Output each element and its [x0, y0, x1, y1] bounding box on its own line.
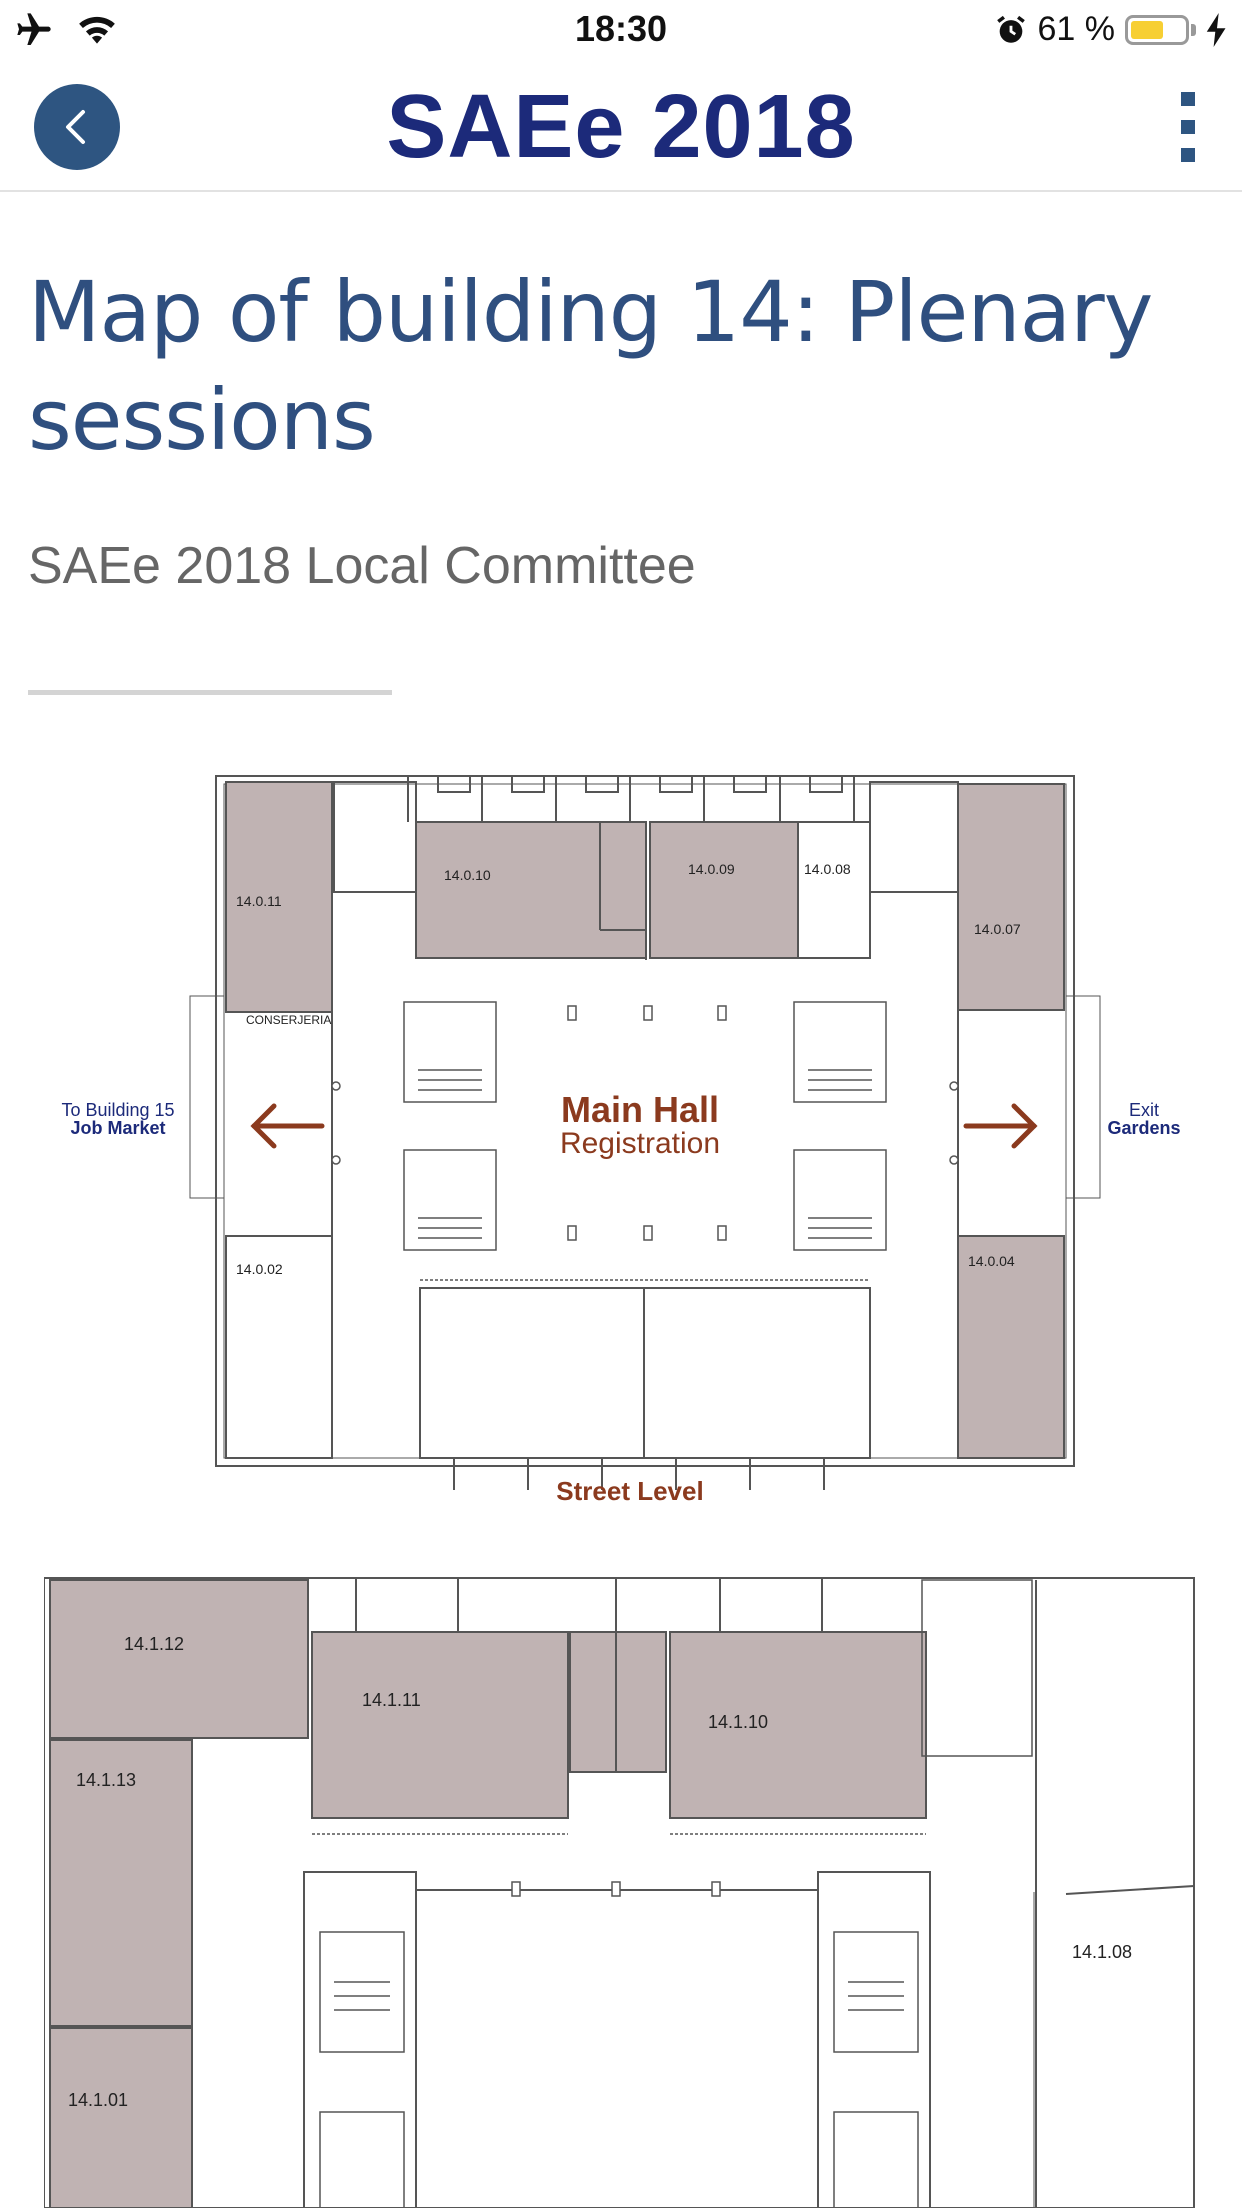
room-14-1-13[interactable] — [49, 1739, 193, 2027]
job-market-label: Job Market — [70, 1118, 165, 1138]
app-bar: SAEe 2018 — [0, 66, 1242, 192]
room-14-0-11[interactable] — [225, 781, 333, 1013]
room-14-0-09[interactable] — [649, 821, 799, 959]
battery-icon — [1125, 14, 1189, 45]
status-left — [14, 10, 118, 50]
article-author: SAEe 2018 Local Committee — [28, 537, 696, 595]
top-windows — [407, 775, 855, 822]
label-14-0-07: 14.0.07 — [974, 921, 1021, 937]
room-14-1-11[interactable] — [311, 1631, 569, 1819]
airplane-icon — [17, 13, 51, 45]
label-14-1-08: 14.1.08 — [1072, 1942, 1132, 1962]
label-14-1-12: 14.1.12 — [124, 1634, 184, 1654]
status-right: 61 % — [994, 10, 1229, 49]
main-hall-label: Main Hall — [561, 1089, 719, 1130]
right-arrow-icon — [963, 1103, 1038, 1149]
label-14-0-04: 14.0.04 — [968, 1253, 1015, 1269]
label-14-0-02: 14.0.02 — [236, 1261, 283, 1277]
room-labels: 14.0.11 14.0.10 14.0.09 14.0.08 14.0.07 … — [236, 861, 1021, 1277]
battery-tip — [1191, 23, 1196, 36]
menu-dot — [1181, 120, 1195, 134]
room-14-1-12[interactable] — [49, 1579, 309, 1739]
room-14-0-08[interactable] — [797, 821, 871, 959]
first-floor-room-labels: 14.1.12 14.1.11 14.1.10 14.1.13 14.1.01 … — [68, 1634, 1132, 2110]
registration-label: Registration — [560, 1127, 720, 1160]
gardens-label: Gardens — [1107, 1118, 1180, 1138]
app-title: SAEe 2018 — [386, 77, 856, 177]
exit-label: Exit — [1129, 1100, 1159, 1120]
to-building-label: To Building 15 — [61, 1100, 174, 1120]
room-14-0-04[interactable] — [957, 1235, 1065, 1459]
battery-percent: 61 % — [1037, 10, 1116, 48]
building-outline — [215, 775, 1075, 1467]
label-conserjeria: CONSERJERIA — [246, 1013, 331, 1027]
label-14-1-13: 14.1.13 — [76, 1770, 136, 1790]
room-14-0-10[interactable] — [415, 821, 647, 959]
room-14-1-10[interactable] — [669, 1631, 927, 1819]
label-14-0-09: 14.0.09 — [688, 861, 735, 877]
page-title: Map of building 14: Plenary sessions — [28, 263, 1153, 469]
street-level-floor-plan[interactable]: 14.0.11 14.0.10 14.0.09 14.0.08 14.0.07 … — [34, 770, 1208, 1530]
alarm-icon — [996, 15, 1025, 43]
label-14-0-10: 14.0.10 — [444, 867, 491, 883]
left-arrow-icon — [250, 1103, 325, 1149]
status-bar: 18:30 61 % — [0, 0, 1242, 62]
room-14-0-02[interactable] — [225, 1235, 333, 1459]
charging-icon — [1206, 12, 1226, 47]
first-floor-pillars — [511, 1881, 721, 1897]
stairs — [403, 1001, 887, 1281]
menu-dot — [1181, 148, 1195, 162]
back-button[interactable] — [34, 84, 120, 170]
chevron-left-icon — [66, 110, 85, 144]
more-menu-button[interactable] — [1172, 92, 1202, 162]
title-divider — [28, 690, 392, 695]
first-floor-plan[interactable]: 14.1.12 14.1.11 14.1.10 14.1.13 14.1.01 … — [44, 1572, 1200, 2208]
battery-fill — [1131, 20, 1163, 39]
more-vertical-icon — [1181, 92, 1195, 106]
room-14-0-07[interactable] — [957, 783, 1065, 1011]
first-floor-stairs — [312, 1833, 926, 2208]
label-14-0-08: 14.0.08 — [804, 861, 851, 877]
pillars — [331, 1005, 959, 1241]
status-time: 18:30 — [574, 8, 668, 49]
label-14-1-10: 14.1.10 — [708, 1712, 768, 1732]
room-14-1-01[interactable] — [49, 2027, 193, 2208]
label-14-1-11: 14.1.11 — [362, 1690, 421, 1710]
wifi-icon — [79, 16, 115, 44]
label-14-1-01: 14.1.01 — [68, 2090, 128, 2110]
label-14-0-11: 14.0.11 — [236, 893, 282, 909]
street-level-label: Street Level — [556, 1476, 703, 1506]
